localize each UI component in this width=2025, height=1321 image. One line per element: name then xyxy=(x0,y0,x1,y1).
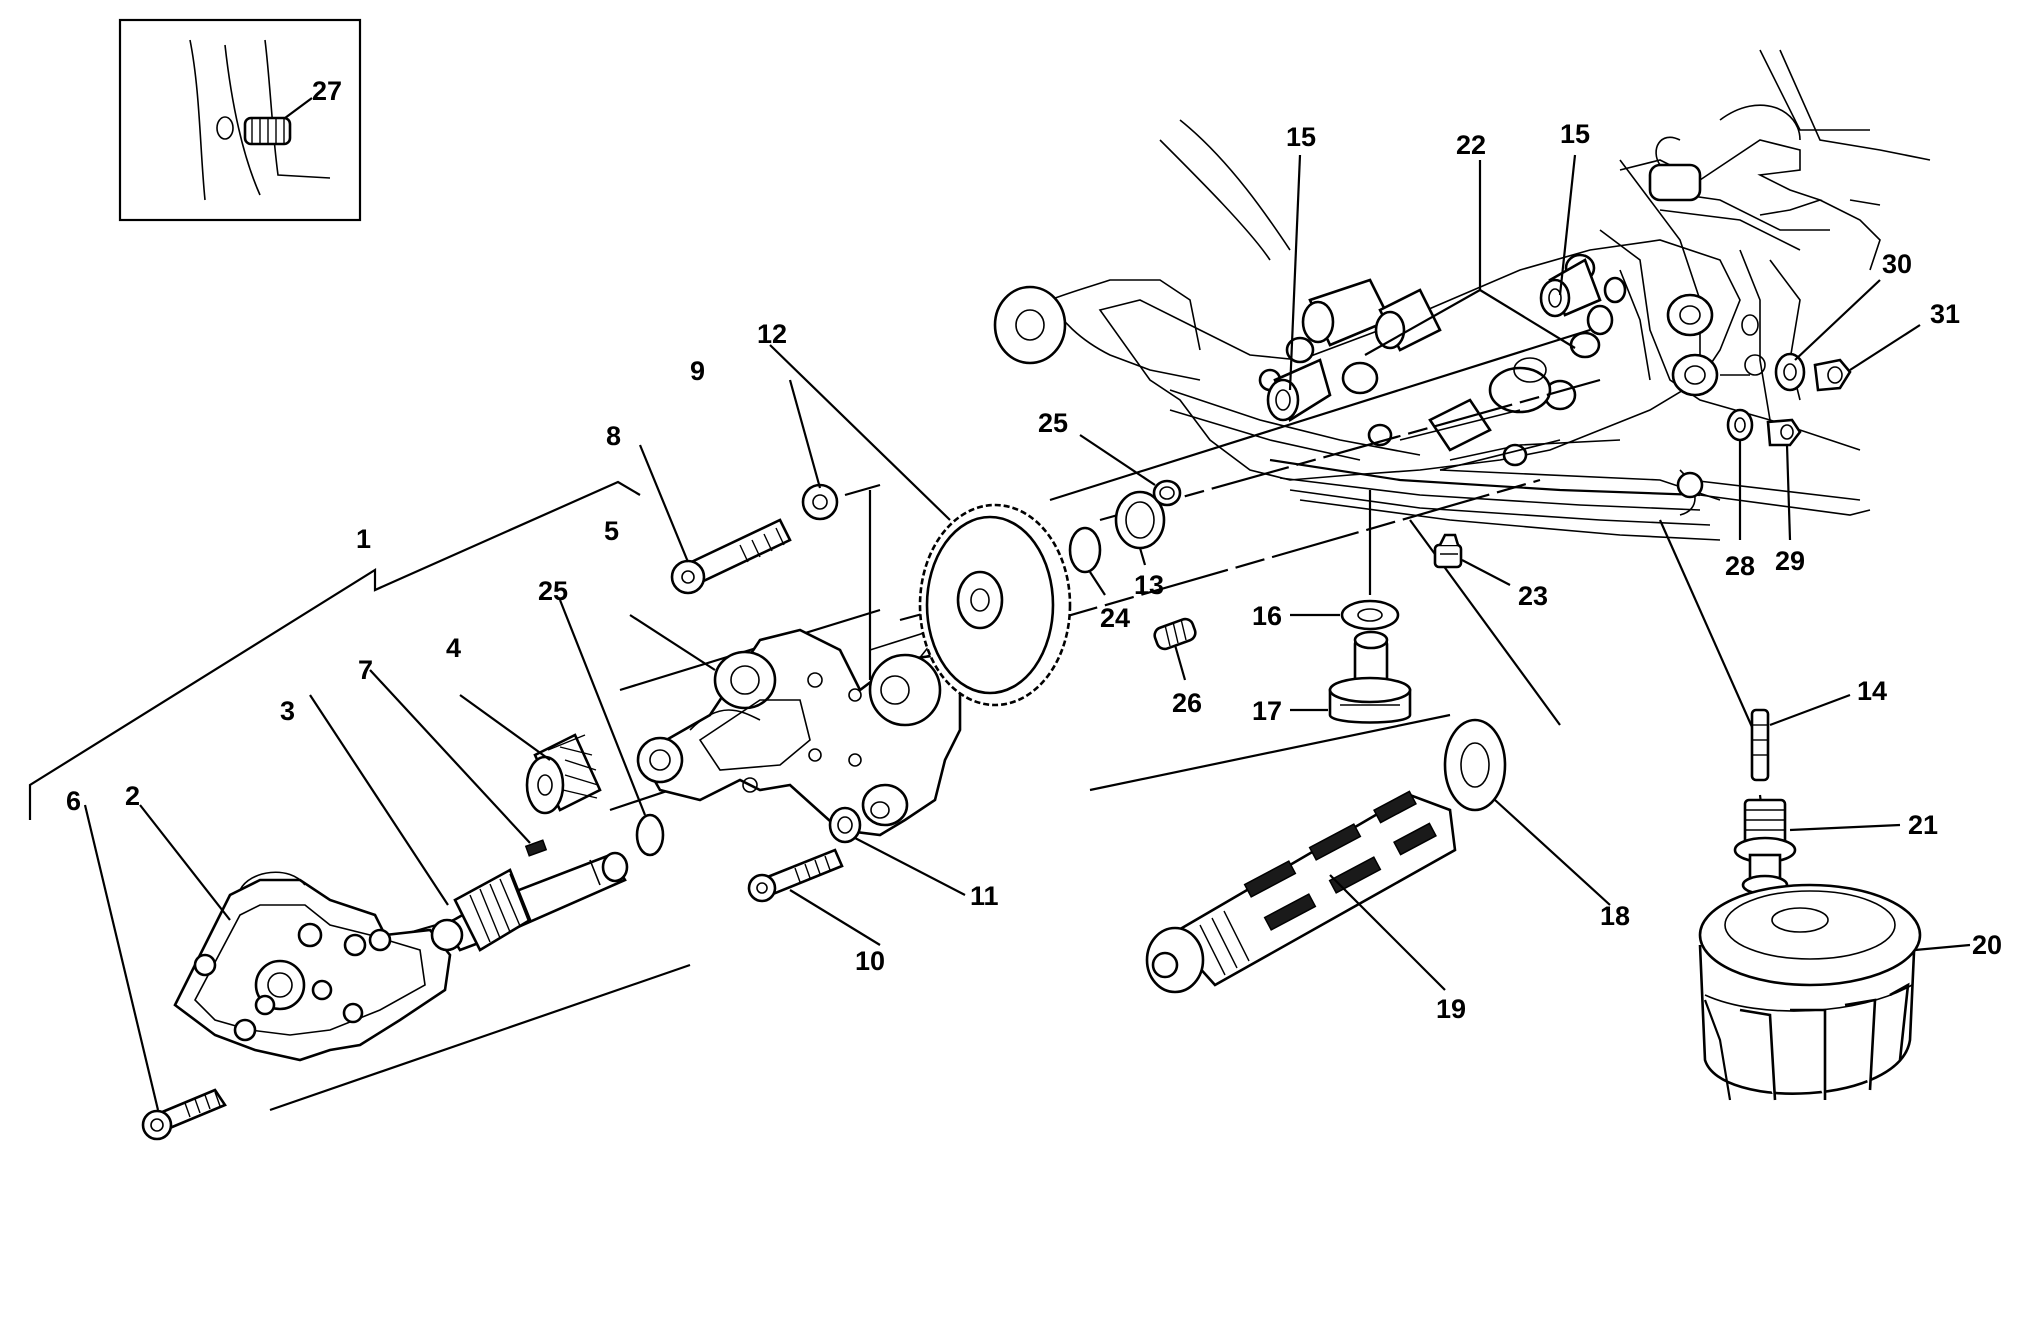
key-7 xyxy=(524,839,548,857)
set-screw-27 xyxy=(243,116,292,146)
callout-24: 24 xyxy=(1100,603,1130,633)
strainer-19 xyxy=(1145,790,1457,994)
callout-21: 21 xyxy=(1908,810,1938,840)
callout-6: 6 xyxy=(66,786,81,816)
washer-18 xyxy=(1443,718,1507,812)
inset-detail xyxy=(118,18,362,222)
callout-5: 5 xyxy=(604,516,619,546)
callout-31: 31 xyxy=(1930,299,1960,329)
callout-29: 29 xyxy=(1775,546,1805,576)
leader-lines xyxy=(83,154,1971,1111)
washer-9 xyxy=(801,483,839,521)
pump-body-5 xyxy=(636,628,962,837)
callout-26: 26 xyxy=(1172,688,1202,718)
callout-14: 14 xyxy=(1857,676,1887,706)
callout-27: 27 xyxy=(312,76,342,106)
washer-16 xyxy=(1340,599,1400,631)
callout-11: 11 xyxy=(970,881,999,911)
pump-cover-2 xyxy=(173,871,452,1062)
nut-31 xyxy=(1813,358,1852,392)
oil-filter-20 xyxy=(1698,883,1922,1101)
engine-crankcase xyxy=(993,49,1931,541)
callout-labels: 27 15 22 15 30 31 12 9 8 25 1 5 25 13 24… xyxy=(66,76,2002,1024)
callout-22: 22 xyxy=(1456,130,1486,160)
callout-13: 13 xyxy=(1134,570,1164,600)
callout-25-left: 25 xyxy=(538,576,568,606)
callout-15-right: 15 xyxy=(1560,119,1590,149)
assembly-bracket-1 xyxy=(28,480,641,820)
callout-8: 8 xyxy=(606,421,621,451)
nut-29 xyxy=(1766,418,1802,447)
washer-11 xyxy=(828,806,862,844)
callout-16: 16 xyxy=(1252,601,1282,631)
oring-24 xyxy=(1068,526,1102,574)
circlip-25-left xyxy=(635,813,665,857)
callout-4: 4 xyxy=(446,633,461,663)
callout-10: 10 xyxy=(855,946,885,976)
callout-28: 28 xyxy=(1725,551,1755,581)
gear-4 xyxy=(525,733,602,815)
dowel-15-left xyxy=(1266,358,1332,422)
callout-20: 20 xyxy=(1972,930,2002,960)
callout-15-left: 15 xyxy=(1286,122,1316,152)
washer-28 xyxy=(1726,408,1754,442)
callout-18: 18 xyxy=(1600,901,1630,931)
washer-30 xyxy=(1774,352,1806,392)
screw-6 xyxy=(141,1088,227,1141)
spring-pin-26 xyxy=(1153,617,1197,651)
callout-17: 17 xyxy=(1252,696,1282,726)
callout-3: 3 xyxy=(280,696,295,726)
oring-25-top xyxy=(1152,479,1182,507)
gear-12 xyxy=(918,503,1072,707)
plug-23 xyxy=(1433,533,1463,569)
callout-25-top: 25 xyxy=(1038,408,1068,438)
screw-10 xyxy=(747,848,844,903)
callout-12: 12 xyxy=(757,319,787,349)
pin-14 xyxy=(1750,708,1770,782)
pump-shaft-3 xyxy=(430,851,629,952)
callout-2: 2 xyxy=(125,781,140,811)
screw-8 xyxy=(670,518,792,595)
callout-19: 19 xyxy=(1436,994,1466,1024)
callout-9: 9 xyxy=(690,356,705,386)
callout-7: 7 xyxy=(358,655,373,685)
fitting-21 xyxy=(1733,798,1797,896)
callout-1: 1 xyxy=(356,524,371,554)
callout-23: 23 xyxy=(1518,581,1548,611)
drain-plug-17 xyxy=(1328,630,1412,724)
callout-30: 30 xyxy=(1882,249,1912,279)
alignment-lines xyxy=(269,328,1801,1112)
